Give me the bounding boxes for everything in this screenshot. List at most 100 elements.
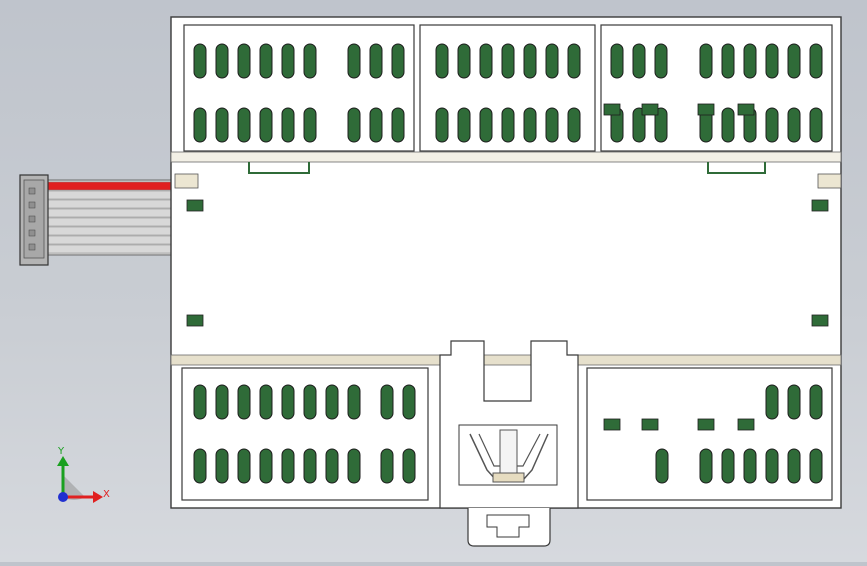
- x-axis-label: X: [103, 489, 110, 500]
- terminal-slot[interactable]: [632, 43, 646, 79]
- terminal-slot[interactable]: [655, 448, 669, 484]
- clip-spring-post: [499, 429, 518, 477]
- terminal-slot[interactable]: [303, 107, 317, 143]
- terminal-slot[interactable]: [259, 384, 273, 420]
- din-rail-clip[interactable]: [439, 340, 579, 547]
- indicator-bottom-right: [811, 314, 829, 327]
- terminal-slot[interactable]: [654, 43, 668, 79]
- terminal-slot[interactable]: [347, 384, 361, 420]
- terminal-slot[interactable]: [369, 107, 383, 143]
- terminal-slot[interactable]: [237, 107, 251, 143]
- terminal-slot[interactable]: [215, 107, 229, 143]
- terminal-slot[interactable]: [501, 107, 515, 143]
- terminal-slot[interactable]: [325, 448, 339, 484]
- terminal-slot[interactable]: [237, 384, 251, 420]
- terminal-slot[interactable]: [193, 43, 207, 79]
- terminal-slot[interactable]: [402, 384, 416, 420]
- left-side-clip[interactable]: [174, 173, 199, 189]
- y-axis-label: Y: [57, 446, 65, 457]
- terminal-slot[interactable]: [193, 384, 207, 420]
- terminal-slot[interactable]: [765, 384, 779, 420]
- terminal-slot[interactable]: [765, 448, 779, 484]
- terminal-slot[interactable]: [721, 448, 735, 484]
- terminal-slot[interactable]: [347, 43, 361, 79]
- terminal-slot[interactable]: [479, 107, 493, 143]
- terminal-slot[interactable]: [809, 43, 823, 79]
- terminal-slot[interactable]: [654, 107, 668, 143]
- terminal-slot[interactable]: [281, 448, 295, 484]
- triad-plane: [63, 475, 85, 500]
- terminal-slot[interactable]: [787, 448, 801, 484]
- terminal-slot[interactable]: [699, 448, 713, 484]
- terminal-slot[interactable]: [281, 43, 295, 79]
- terminal-pad: [737, 103, 755, 116]
- terminal-slot[interactable]: [523, 107, 537, 143]
- coordinate-triad: Y X: [57, 446, 110, 503]
- terminal-slot[interactable]: [765, 107, 779, 143]
- terminal-slot[interactable]: [215, 43, 229, 79]
- terminal-slot[interactable]: [457, 107, 471, 143]
- terminal-slot[interactable]: [632, 107, 646, 143]
- terminal-slot[interactable]: [567, 107, 581, 143]
- terminal-slot[interactable]: [501, 43, 515, 79]
- terminal-slot[interactable]: [787, 384, 801, 420]
- terminal-pad: [603, 418, 621, 431]
- terminal-slot[interactable]: [259, 43, 273, 79]
- terminal-slot[interactable]: [545, 107, 559, 143]
- terminal-slot[interactable]: [303, 43, 317, 79]
- terminal-slot[interactable]: [215, 384, 229, 420]
- terminal-slot[interactable]: [281, 107, 295, 143]
- terminal-slot[interactable]: [380, 448, 394, 484]
- terminal-slot[interactable]: [721, 107, 735, 143]
- terminal-slot[interactable]: [610, 43, 624, 79]
- terminal-slot[interactable]: [809, 107, 823, 143]
- terminal-slot[interactable]: [347, 107, 361, 143]
- terminal-slot[interactable]: [545, 43, 559, 79]
- terminal-slot[interactable]: [369, 43, 383, 79]
- terminal-pads: [603, 103, 755, 431]
- terminal-slot[interactable]: [303, 384, 317, 420]
- connector-pin: [28, 229, 36, 237]
- terminal-slot[interactable]: [237, 43, 251, 79]
- terminal-slot[interactable]: [743, 448, 757, 484]
- terminal-slot[interactable]: [721, 43, 735, 79]
- terminal-slot[interactable]: [765, 43, 779, 79]
- terminal-slot[interactable]: [787, 43, 801, 79]
- terminal-slot[interactable]: [380, 384, 394, 420]
- terminal-slot[interactable]: [237, 448, 251, 484]
- right-side-clip[interactable]: [817, 173, 842, 189]
- terminal-pad: [603, 103, 621, 116]
- terminal-slot[interactable]: [787, 107, 801, 143]
- clip-spring-foot: [492, 472, 525, 483]
- terminal-slot[interactable]: [347, 448, 361, 484]
- terminal-slots: [193, 43, 823, 484]
- terminal-slot[interactable]: [193, 107, 207, 143]
- connector-pin: [28, 187, 36, 195]
- terminal-slot[interactable]: [809, 384, 823, 420]
- connector-pin: [28, 215, 36, 223]
- terminal-slot[interactable]: [391, 107, 405, 143]
- terminal-slot[interactable]: [435, 43, 449, 79]
- terminal-slot[interactable]: [435, 107, 449, 143]
- terminal-slot[interactable]: [259, 107, 273, 143]
- connector-pin: [28, 201, 36, 209]
- ribbon-wire: [44, 244, 174, 254]
- terminal-slot[interactable]: [303, 448, 317, 484]
- terminal-slot[interactable]: [523, 43, 537, 79]
- terminal-slot[interactable]: [281, 384, 295, 420]
- terminal-slot[interactable]: [479, 43, 493, 79]
- terminal-slot[interactable]: [809, 448, 823, 484]
- terminal-slot[interactable]: [325, 384, 339, 420]
- terminal-slot[interactable]: [215, 448, 229, 484]
- ribbon-cable[interactable]: [19, 174, 174, 266]
- terminal-slot[interactable]: [402, 448, 416, 484]
- terminal-slot[interactable]: [567, 43, 581, 79]
- terminal-slot[interactable]: [699, 43, 713, 79]
- terminal-slot[interactable]: [391, 43, 405, 79]
- terminal-slot[interactable]: [259, 448, 273, 484]
- terminal-slot[interactable]: [743, 43, 757, 79]
- terminal-slot[interactable]: [457, 43, 471, 79]
- terminal-slot[interactable]: [193, 448, 207, 484]
